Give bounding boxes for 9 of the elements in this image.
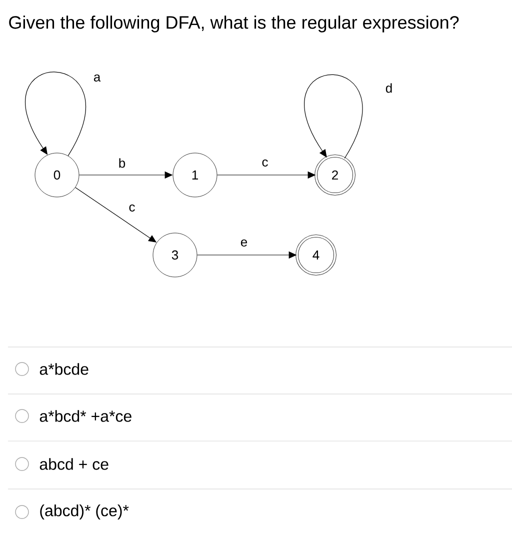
answer-option: a*bcd* +a*ce — [40, 410, 132, 422]
question-title: Given the following DFA, what is the regular expression? — [9, 16, 459, 32]
answer-option: a*bcde — [40, 363, 88, 375]
answer-option: (abcd)* (ce)* — [40, 504, 129, 520]
arrow — [304, 74, 363, 159]
accepting-state: 4 — [296, 234, 336, 276]
answer-option: abcd + ce — [40, 458, 108, 470]
arrow — [25, 72, 86, 156]
accepting-state: 2 — [314, 154, 356, 196]
